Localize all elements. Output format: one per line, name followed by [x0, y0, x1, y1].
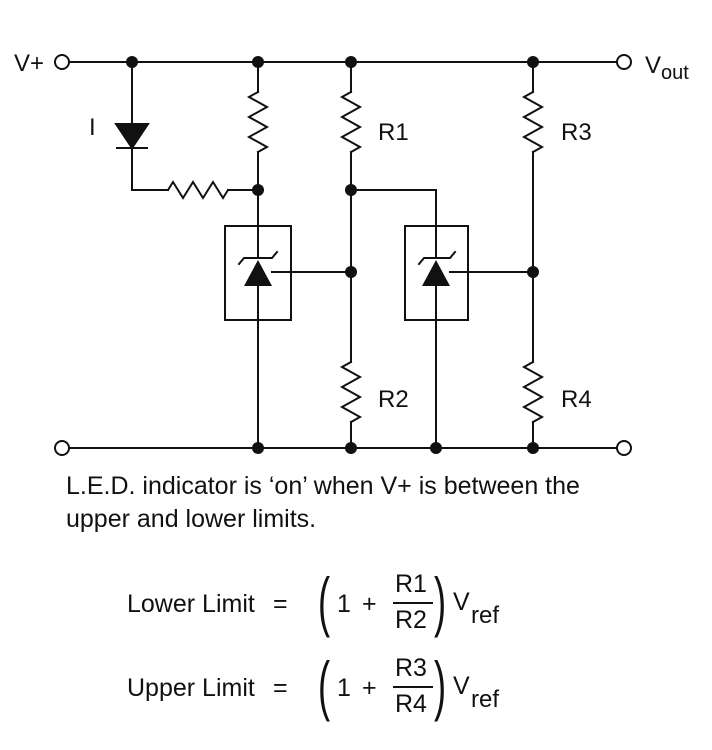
formula-name: Lower Limit	[127, 590, 255, 618]
junction-dot	[430, 442, 442, 454]
resistor-top-left	[246, 90, 270, 154]
junction-dot	[345, 442, 357, 454]
left-paren: (	[317, 564, 331, 638]
numerator: R3	[395, 654, 427, 682]
shunt-reference-box-1	[224, 225, 292, 321]
circuit-diagram: V+ Vout I R1 R2 R3 R4	[14, 50, 689, 456]
vref-main: V	[453, 588, 470, 616]
lower-limit-formula: Lower Limit = ( 1 + R1 R2 ) V ref	[127, 568, 547, 648]
junction-dot	[252, 442, 264, 454]
upper-limit-formula: Upper Limit = ( 1 + R3 R4 ) V ref	[127, 652, 547, 732]
junction-dot	[527, 266, 539, 278]
vplus-terminal	[54, 54, 70, 70]
equals-sign: =	[273, 674, 288, 702]
right-paren: )	[433, 564, 447, 638]
left-paren: (	[317, 648, 331, 722]
vout-terminal	[616, 54, 632, 70]
r4-label: R4	[561, 386, 592, 413]
resistor-r2	[339, 360, 363, 424]
vout-main: V	[645, 52, 661, 79]
junction-dot	[527, 56, 539, 68]
caption: L.E.D. indicator is ‘on’ when V+ is betw…	[66, 470, 666, 536]
caption-line-1: L.E.D. indicator is ‘on’ when V+ is betw…	[66, 472, 580, 500]
r1-label: R1	[378, 119, 409, 146]
ground-terminal-left	[54, 440, 70, 456]
vref-sub: ref	[471, 686, 500, 713]
junctions	[126, 56, 539, 454]
led-series-resistor	[166, 180, 230, 200]
r2-label: R2	[378, 386, 409, 413]
numerator: R1	[395, 570, 427, 598]
formula-name: Upper Limit	[127, 674, 255, 702]
vplus-label: V+	[14, 50, 44, 77]
zener-bar-2	[417, 250, 457, 266]
plus-sign: +	[362, 590, 377, 618]
shunt-reference-box-2	[404, 225, 469, 321]
resistor-r4	[521, 360, 545, 424]
equals-sign: =	[273, 590, 288, 618]
denominator: R4	[395, 690, 427, 718]
fraction-bar	[393, 602, 433, 604]
fraction-bar	[393, 686, 433, 688]
junction-dot	[345, 56, 357, 68]
resistor-r1	[339, 90, 363, 154]
zener-triangle-1	[244, 260, 272, 286]
junction-dot	[345, 184, 357, 196]
one: 1	[337, 674, 351, 702]
one: 1	[337, 590, 351, 618]
vref-main: V	[453, 672, 470, 700]
led-diode	[114, 123, 150, 150]
zener-triangle-2	[422, 260, 450, 286]
vout-label: Vout	[645, 52, 689, 84]
junction-dot	[527, 442, 539, 454]
ground-terminal-right	[616, 440, 632, 456]
zener-bar-1	[237, 250, 279, 266]
junction-dot	[252, 56, 264, 68]
junction-dot	[252, 184, 264, 196]
right-paren: )	[433, 648, 447, 722]
vref-sub: ref	[471, 602, 500, 629]
junction-dot	[126, 56, 138, 68]
resistor-r3	[521, 90, 545, 154]
vout-sub: out	[661, 62, 689, 84]
junction-dot	[345, 266, 357, 278]
caption-line-2: upper and lower limits.	[66, 505, 317, 533]
current-label: I	[89, 114, 96, 141]
plus-sign: +	[362, 674, 377, 702]
r3-label: R3	[561, 119, 592, 146]
denominator: R2	[395, 606, 427, 634]
